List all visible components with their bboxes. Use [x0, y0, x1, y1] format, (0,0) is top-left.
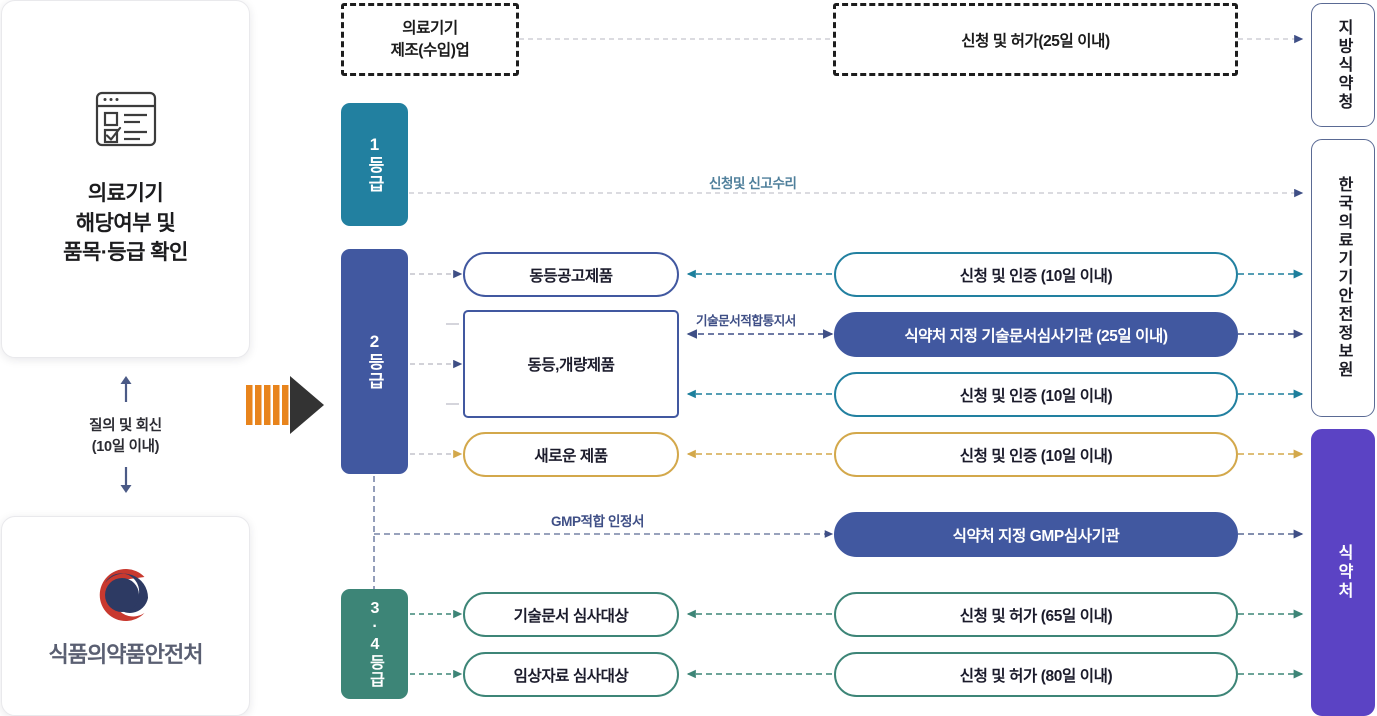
side-box-kmdia[interactable]: 한국의료기기안전정보원	[1311, 139, 1375, 417]
grade-3-4-label: 3·4등급	[366, 600, 384, 688]
mfds-agency-card[interactable]: 식품의약품안전처	[1, 516, 250, 716]
permit-25days-label: 신청 및 허가(25일 이내)	[961, 32, 1110, 50]
tech-doc-notice-label: 기술문서적합통지서	[696, 310, 796, 329]
g34-product-label-1: 기술문서 심사대상	[513, 607, 629, 625]
manufacturer-line-2: 제조(수입)업	[390, 41, 470, 59]
orange-play-arrow	[246, 376, 324, 434]
checklist-window-icon	[94, 90, 158, 153]
mfds-taegeuk-logo	[92, 564, 158, 631]
g2-product-label-2: 동등,개량제품	[527, 357, 615, 374]
device-classification-card[interactable]: 의료기기 해당여부 및 품목·등급 확인	[1, 0, 250, 358]
g2-process-box-3[interactable]: 신청 및 인증 (10일 이내)	[834, 372, 1238, 417]
g2-product-label-3: 새로운 제품	[534, 447, 608, 465]
side-box-local-mfds-label: 지방식약청	[1335, 18, 1352, 112]
g2-product-box-3[interactable]: 새로운 제품	[463, 432, 679, 477]
device-classification-title: 의료기기 해당여부 및 품목·등급 확인	[63, 179, 188, 268]
side-box-mfds[interactable]: 식약처	[1311, 429, 1375, 716]
g34-process-box-2[interactable]: 신청 및 허가 (80일 이내)	[834, 652, 1238, 697]
grade-3-4-badge[interactable]: 3·4등급	[341, 589, 408, 699]
permit-25days-box[interactable]: 신청 및 허가(25일 이내)	[833, 3, 1238, 76]
gmp-certificate-text: GMP적합 인정서	[551, 514, 645, 529]
g34-product-box-2[interactable]: 임상자료 심사대상	[463, 652, 679, 697]
gmp-agency-box[interactable]: 식약처 지정 GMP심사기관	[834, 512, 1238, 557]
side-box-local-mfds[interactable]: 지방식약청	[1311, 3, 1375, 127]
inquiry-line-2: (10일 이내)	[91, 439, 160, 455]
g34-product-box-1[interactable]: 기술문서 심사대상	[463, 592, 679, 637]
gmp-agency-label: 식약처 지정 GMP심사기관	[952, 527, 1120, 545]
grade-2-badge[interactable]: 2등급	[341, 249, 408, 474]
gmp-certificate-label: GMP적합 인정서	[551, 510, 644, 530]
g34-product-label-2: 임상자료 심사대상	[513, 667, 629, 685]
title-line-2: 해당여부 및	[75, 211, 176, 235]
side-box-mfds-label: 식약처	[1335, 544, 1352, 601]
title-line-3: 품목·등급 확인	[63, 241, 188, 265]
manufacturer-box[interactable]: 의료기기 제조(수입)업	[341, 3, 519, 76]
g2-product-box-2[interactable]: 동등,개량제품	[463, 310, 679, 418]
g2-process-box-1[interactable]: 신청 및 인증 (10일 이내)	[834, 252, 1238, 297]
g34-process-label-2: 신청 및 허가 (80일 이내)	[959, 667, 1113, 685]
g2-process-label-3: 신청 및 인증 (10일 이내)	[959, 387, 1113, 405]
g2-product-label-1: 동등공고제품	[529, 267, 613, 285]
side-box-kmdia-label: 한국의료기기안전정보원	[1335, 176, 1352, 380]
g2-process-box-2[interactable]: 식약처 지정 기술문서심사기관 (25일 이내)	[834, 312, 1238, 357]
arrow-down-icon	[119, 467, 133, 498]
g34-process-label-1: 신청 및 허가 (65일 이내)	[959, 607, 1113, 625]
grade1-report-label: 신청및 신고수리	[709, 172, 797, 192]
g2-process-label-1: 신청 및 인증 (10일 이내)	[959, 267, 1113, 285]
grade-1-label: 1등급	[365, 135, 384, 194]
tech-doc-notice-text: 기술문서적합통지서	[696, 314, 796, 328]
mfds-agency-name: 식품의약품안전처	[48, 641, 204, 667]
inquiry-line-1: 질의 및 회신	[89, 417, 162, 434]
inquiry-reply-label: 질의 및 회신 (10일 이내)	[89, 416, 162, 458]
g2-process-box-4[interactable]: 신청 및 인증 (10일 이내)	[834, 432, 1238, 477]
g2-process-label-4: 신청 및 인증 (10일 이내)	[959, 447, 1113, 465]
title-line-1: 의료기기	[87, 181, 164, 205]
grade1-report-text: 신청및 신고수리	[709, 176, 797, 191]
grade-1-badge[interactable]: 1등급	[341, 103, 408, 226]
inquiry-reply-connector: 질의 및 회신 (10일 이내)	[1, 358, 250, 516]
g2-product-box-1[interactable]: 동등공고제품	[463, 252, 679, 297]
arrow-up-icon	[119, 375, 133, 407]
g34-process-box-1[interactable]: 신청 및 허가 (65일 이내)	[834, 592, 1238, 637]
grade-2-label: 2등급	[365, 332, 384, 391]
g2-process-label-2: 식약처 지정 기술문서심사기관 (25일 이내)	[904, 327, 1168, 345]
manufacturer-line-1: 의료기기	[402, 19, 458, 37]
